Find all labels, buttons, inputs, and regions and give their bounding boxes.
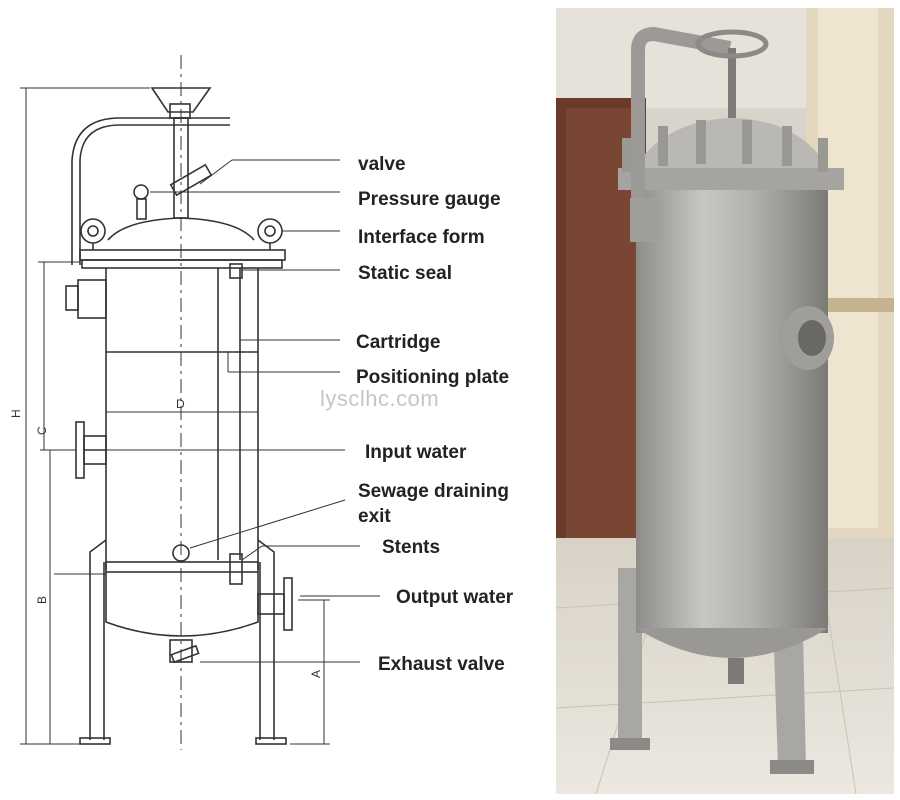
label-static-seal: Static seal	[358, 263, 452, 284]
label-exhaust-valve: Exhaust valve	[378, 654, 505, 675]
label-interface-form: Interface form	[358, 227, 485, 248]
label-pressure-gauge: Pressure gauge	[358, 189, 501, 210]
label-sewage-exit: exit	[358, 506, 391, 527]
dim-c: C	[35, 426, 49, 435]
label-output-water: Output water	[396, 587, 514, 608]
dim-d: D	[176, 397, 185, 411]
label-valve: valve	[358, 154, 406, 175]
dim-h: H	[9, 409, 23, 418]
label-positioning-plate: Positioning plate	[356, 367, 509, 388]
watermark: lysclhc.com	[320, 386, 440, 411]
label-stents: Stents	[382, 537, 440, 558]
dim-a: A	[309, 670, 323, 678]
label-cartridge: Cartridge	[356, 332, 440, 353]
label-sewage-draining: Sewage draining	[358, 481, 509, 502]
filter-housing-photo	[556, 8, 894, 794]
label-input-water: Input water	[365, 442, 467, 463]
dim-b: B	[35, 596, 49, 604]
filter-housing-diagram: H C B A D valve Pressure gauge Interface…	[9, 55, 514, 750]
